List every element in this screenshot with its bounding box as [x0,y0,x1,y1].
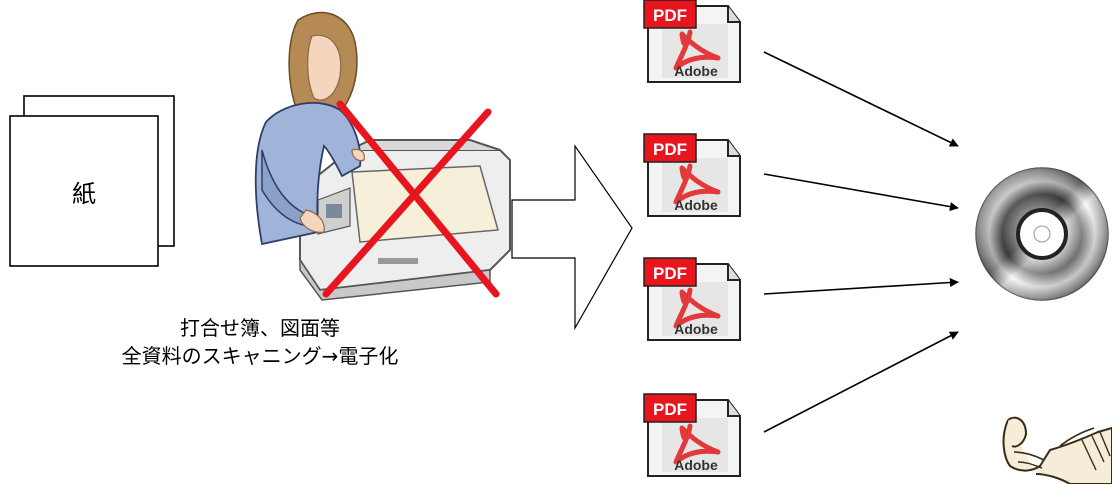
arrow-icon [763,331,959,433]
caption-line-1: 打合せ簿、図面等 [180,316,340,340]
block-arrow-icon [511,144,633,331]
red-cross-icon [322,100,500,298]
arrow-icon [763,278,959,295]
caption-line-2: 全資料のスキャニング→電子化 [121,344,399,368]
paper-label: 紙 [72,179,96,208]
pdf-badge-label: PDF [653,140,687,159]
pdf-file-icon: PDF Adobe [644,258,740,340]
arrow-icon [763,173,959,212]
pdf-badge-label: PDF [653,6,687,25]
scan-caption: 打合せ簿、図面等 全資料のスキャニング→電子化 [40,314,480,370]
pdf-badge-label: PDF [653,264,687,283]
cd-disc-icon [975,167,1109,301]
thumbs-up-icon [1002,416,1112,484]
paper-stack-icon [9,95,175,267]
pdf-brand-label: Adobe [674,321,718,337]
pdf-file-icon: PDF Adobe [644,134,740,216]
pdf-file-icon: PDF Adobe [644,0,740,82]
pdf-file-icon: PDF Adobe [644,394,740,476]
pdf-brand-label: Adobe [674,457,718,473]
pdf-brand-label: Adobe [674,197,718,213]
woman-scanning-icon [254,11,511,301]
arrow-icon [763,51,959,147]
pdf-badge-label: PDF [653,400,687,419]
pdf-brand-label: Adobe [674,63,718,79]
